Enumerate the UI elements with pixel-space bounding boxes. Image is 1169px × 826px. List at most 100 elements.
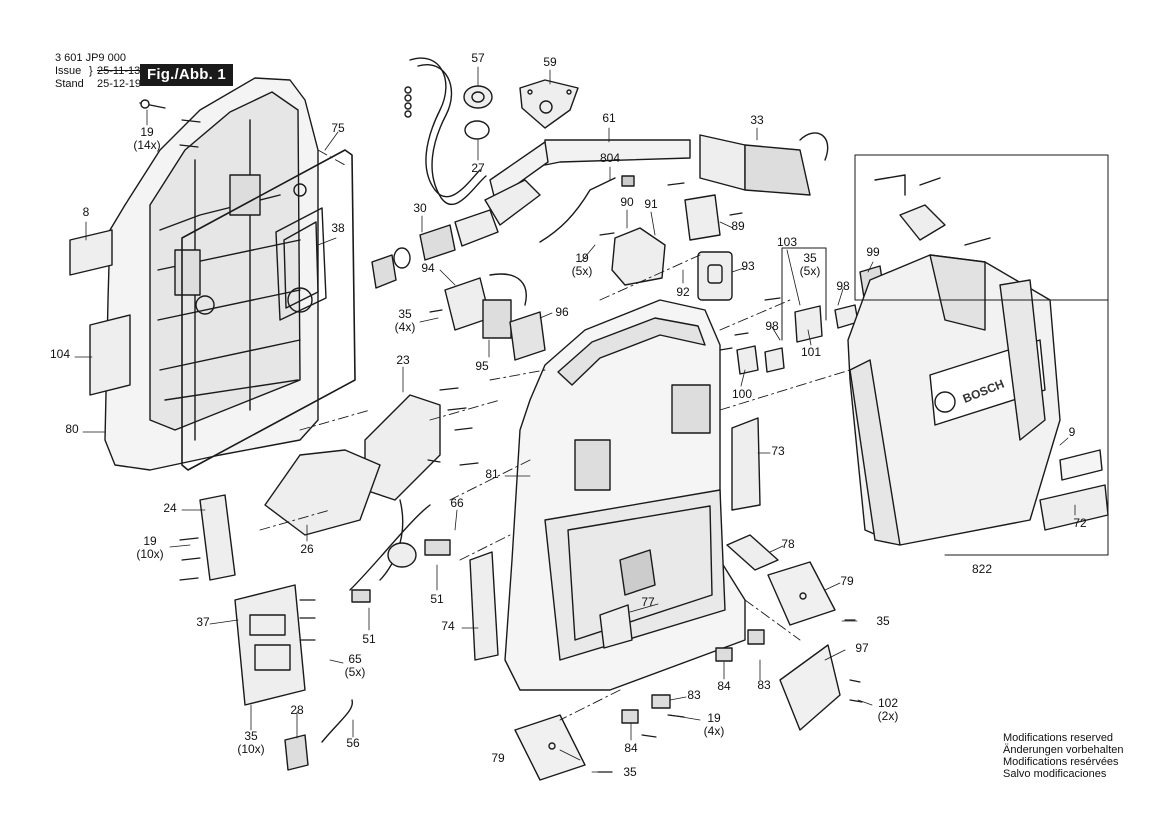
part-label-35: 35 [623,765,637,779]
figure-badge: Fig./Abb. 1 [140,64,233,86]
part-label-59: 59 [543,55,557,69]
part-ref: 80 [65,422,79,436]
part-label-51: 51 [362,632,376,646]
part-ref: 23 [396,353,410,367]
connector-33-drawing [699,132,829,196]
part-ref: 91 [644,197,658,211]
part-qty: (5x) [800,264,821,278]
part-ref: 19 [143,534,157,548]
part-label-96: 96 [555,305,569,319]
stand-date: 25-12-19 [97,78,142,90]
part-qty: (4x) [704,724,725,738]
part-ref: 79 [840,574,854,588]
rear-housing-drawing [104,77,319,471]
part-ref: 89 [731,219,745,233]
part-label-98: 98 [836,279,850,293]
part-ref: 33 [750,113,764,127]
part-ref: 94 [421,261,435,275]
part-label-26: 26 [300,542,314,556]
part-label-804: 804 [600,151,620,165]
part-qty: (4x) [395,320,416,334]
note-line: Salvo modificaciones [1003,768,1107,780]
issue-row: Issue } 25-11-13 [55,65,141,78]
part-label-66: 66 [450,496,464,510]
part-label-84: 84 [717,679,731,693]
part-label-83: 83 [757,678,771,692]
part-label-79: 79 [840,574,854,588]
part-label-94: 94 [421,261,435,275]
part-ref: 79 [491,751,505,765]
part-ref: 84 [717,679,731,693]
part-label-100: 100 [732,387,752,401]
part-label-83: 83 [687,688,701,702]
part-ref: 97 [855,641,869,655]
part-ref: 822 [972,562,992,576]
part-ref: 92 [676,285,690,299]
part-ref: 95 [475,359,489,373]
part-label-84: 84 [624,741,638,755]
part-ref: 90 [620,195,634,209]
part-label-102: 102(2x) [878,696,899,723]
part-label-27: 27 [471,161,485,175]
front-cover-9-drawing [847,254,1061,546]
drawing-header: 3 601 JP9 000 Issue } 25-11-13 Stand 25-… [55,52,141,91]
button-93-drawing [697,251,733,301]
part-label-19: 19(14x) [133,125,160,152]
part-qty: (14x) [133,138,160,152]
part-label-33: 33 [750,113,764,127]
plate-59-drawing [519,79,579,129]
part-ref: 57 [471,51,485,65]
part-ref: 51 [430,592,444,606]
part-qty: (10x) [136,547,163,561]
switch-90-drawing [611,227,666,286]
part-label-93: 93 [741,259,755,273]
part-ref: 37 [196,615,210,629]
ring-57-drawing [463,85,493,109]
part-ref: 24 [163,501,177,515]
part-label-30: 30 [413,201,427,215]
note-line: Modifications reserved [1003,732,1114,744]
part-ref: 19 [575,251,589,265]
part-qty: (2x) [878,709,899,723]
part-ref: 99 [866,245,880,259]
part-ref: 74 [441,619,455,633]
part-ref: 104 [50,347,70,361]
part-label-90: 90 [620,195,634,209]
main-housing-81-drawing [504,299,746,691]
part-label-24: 24 [163,501,177,515]
part-ref: 96 [555,305,569,319]
holder-26-drawing [264,449,381,536]
part-ref: 102 [878,696,898,710]
part-ref: 804 [600,151,620,165]
part-label-77: 77 [641,595,655,609]
part-ref: 98 [765,319,779,333]
part-label-9: 9 [1069,425,1076,439]
part-ref: 56 [346,736,360,750]
part-label-89: 89 [731,219,745,233]
part-label-35: 35(10x) [237,729,264,756]
part-qty: (5x) [345,665,366,679]
part-ref: 100 [732,387,752,401]
part-ref: 65 [348,652,362,666]
part-ref: 75 [331,121,345,135]
part-ref: 35 [398,307,412,321]
cable-gland-30-drawing [371,179,541,289]
note-line: Modifications resérvées [1003,756,1119,768]
part-label-104: 104 [50,347,70,361]
modification-notes: Modifications reserved Änderungen vorbeh… [1003,732,1123,780]
part-ref: 81 [485,467,499,481]
stand-label: Stand [55,78,84,90]
part-label-72: 72 [1073,516,1087,530]
part-ref: 26 [300,542,314,556]
part-label-8: 8 [83,205,90,219]
part-label-19: 19(5x) [572,251,593,278]
part-label-38: 38 [331,221,345,235]
part-label-78: 78 [781,537,795,551]
part-label-37: 37 [196,615,210,629]
part-label-99: 99 [866,245,880,259]
part-label-91: 91 [644,197,658,211]
part-label-97: 97 [855,641,869,655]
part-ref: 30 [413,201,427,215]
